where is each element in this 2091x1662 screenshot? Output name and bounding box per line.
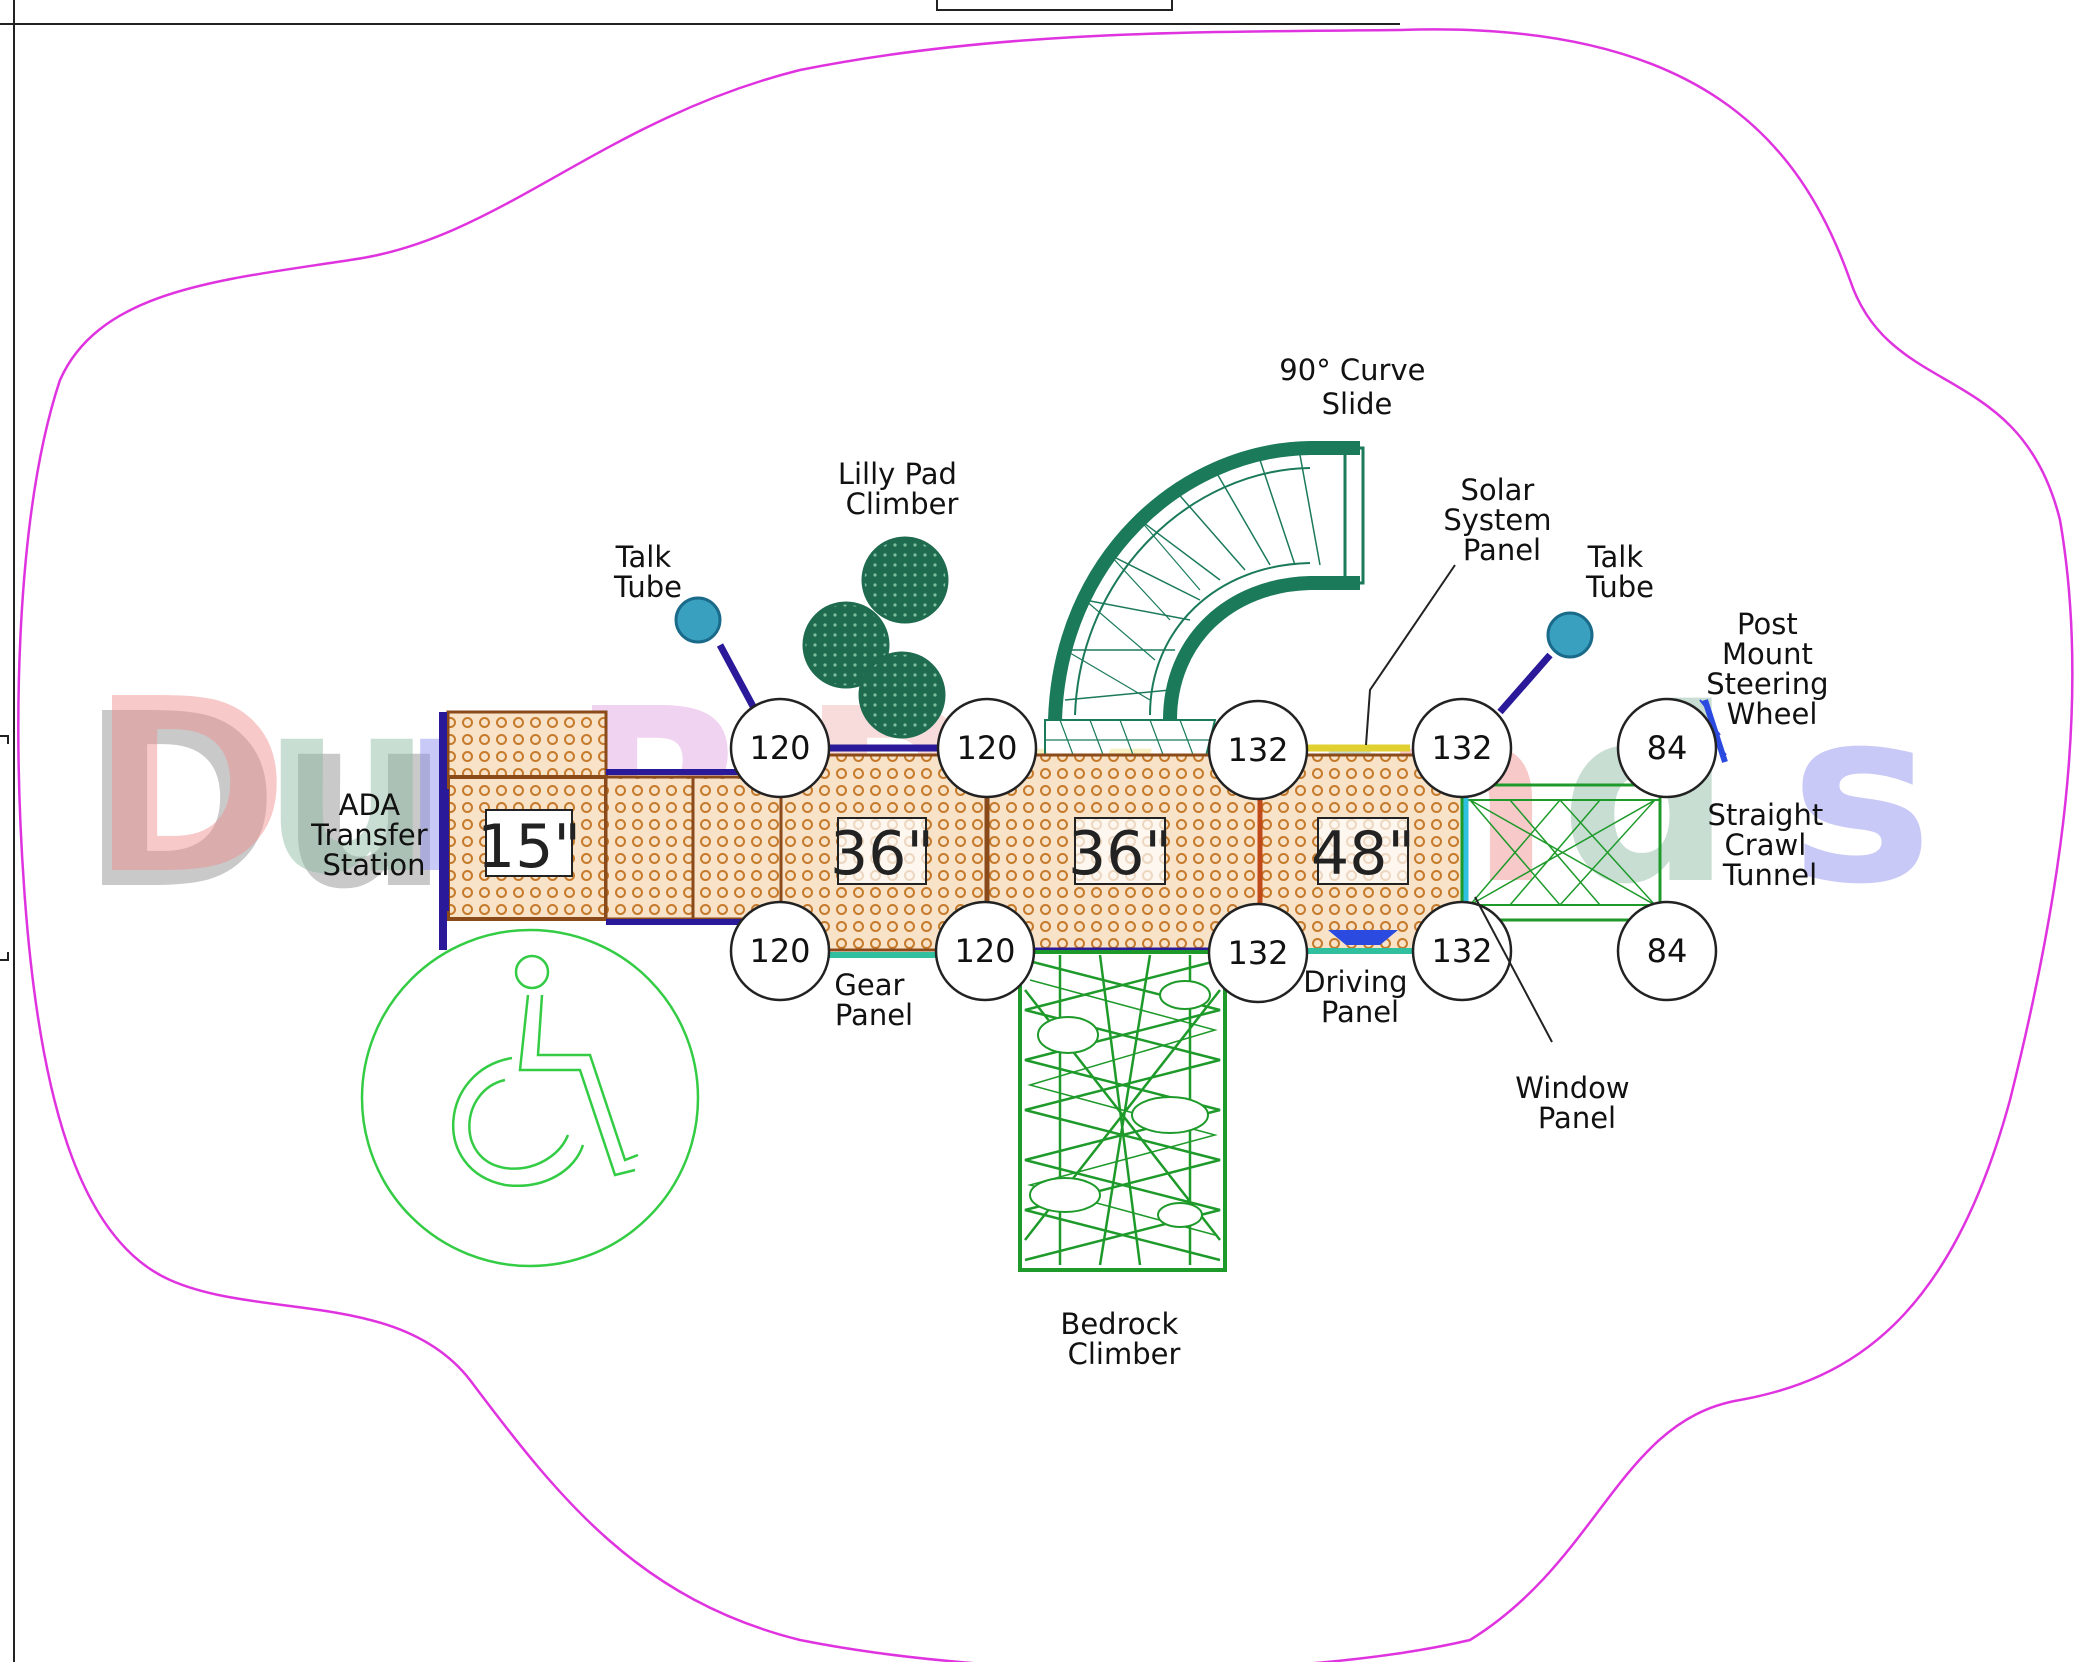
label-talk-tube-right: Talk Tube [1585,540,1654,604]
label-crawl-tunnel: Straight Crawl Tunnel [1708,798,1833,892]
frame-title-tab [936,0,1173,11]
label-talk-tube-left: Talk Tube [613,540,682,604]
label-bedrock: Bedrock Climber [1060,1307,1187,1371]
lilly-pad-climber [802,536,949,739]
label-ada-station: ADA Transfer Station [310,788,437,882]
talk-tube-right [1497,611,1594,715]
solar-panel-leader [1365,564,1456,746]
label-window-panel: Window Panel [1515,1071,1639,1135]
ada-transfer-station: 15" [439,710,783,950]
post-label: 132 [1227,934,1288,972]
window-panel-leader [1474,896,1553,1043]
deck-height-ada: 15" [477,812,581,882]
svg-text:u: u [262,647,433,927]
deck-height-2: 36" [1068,819,1172,889]
label-steering-wheel: Post Mount Steering Wheel [1706,607,1837,731]
post-label: 120 [749,932,810,970]
curve-slide [1044,441,1365,761]
label-curve-slide: 90° Curve Slide [1279,353,1434,421]
label-lilly-pad: Lilly Pad Climber [838,457,966,521]
post-label: 132 [1227,731,1288,769]
accessibility-symbol-icon [360,928,700,1268]
posts-top: 120 120 132 132 84 [729,697,1718,801]
frame-ticks [0,735,9,961]
posts-bottom: 120 120 132 132 84 [729,900,1718,1004]
component-labels: 90° Curve Slide Lilly Pad Climber Talk T… [310,353,1837,1371]
post-label: 132 [1431,932,1492,970]
post-label: 84 [1647,932,1688,970]
post-label: 120 [956,729,1017,767]
label-gear-panel: Gear Panel [834,968,913,1032]
svg-text:D: D [90,647,289,927]
main-decks: 36" 36" 48" [779,744,1467,958]
play-area-boundary [17,28,2074,1662]
label-driving-panel: Driving Panel [1303,965,1417,1029]
deck-height-3: 48" [1311,819,1415,889]
deck-height-1: 36" [830,819,934,889]
talk-tube-left [674,596,759,712]
bedrock-climber [1018,950,1227,1272]
label-solar-panel: Solar System Panel [1443,473,1560,567]
post-label: 120 [954,932,1015,970]
svg-text:s: s [1790,657,1933,937]
post-label: 120 [749,729,810,767]
post-label: 132 [1431,729,1492,767]
crawl-tunnel [1460,783,1662,922]
post-label: 84 [1647,729,1688,767]
